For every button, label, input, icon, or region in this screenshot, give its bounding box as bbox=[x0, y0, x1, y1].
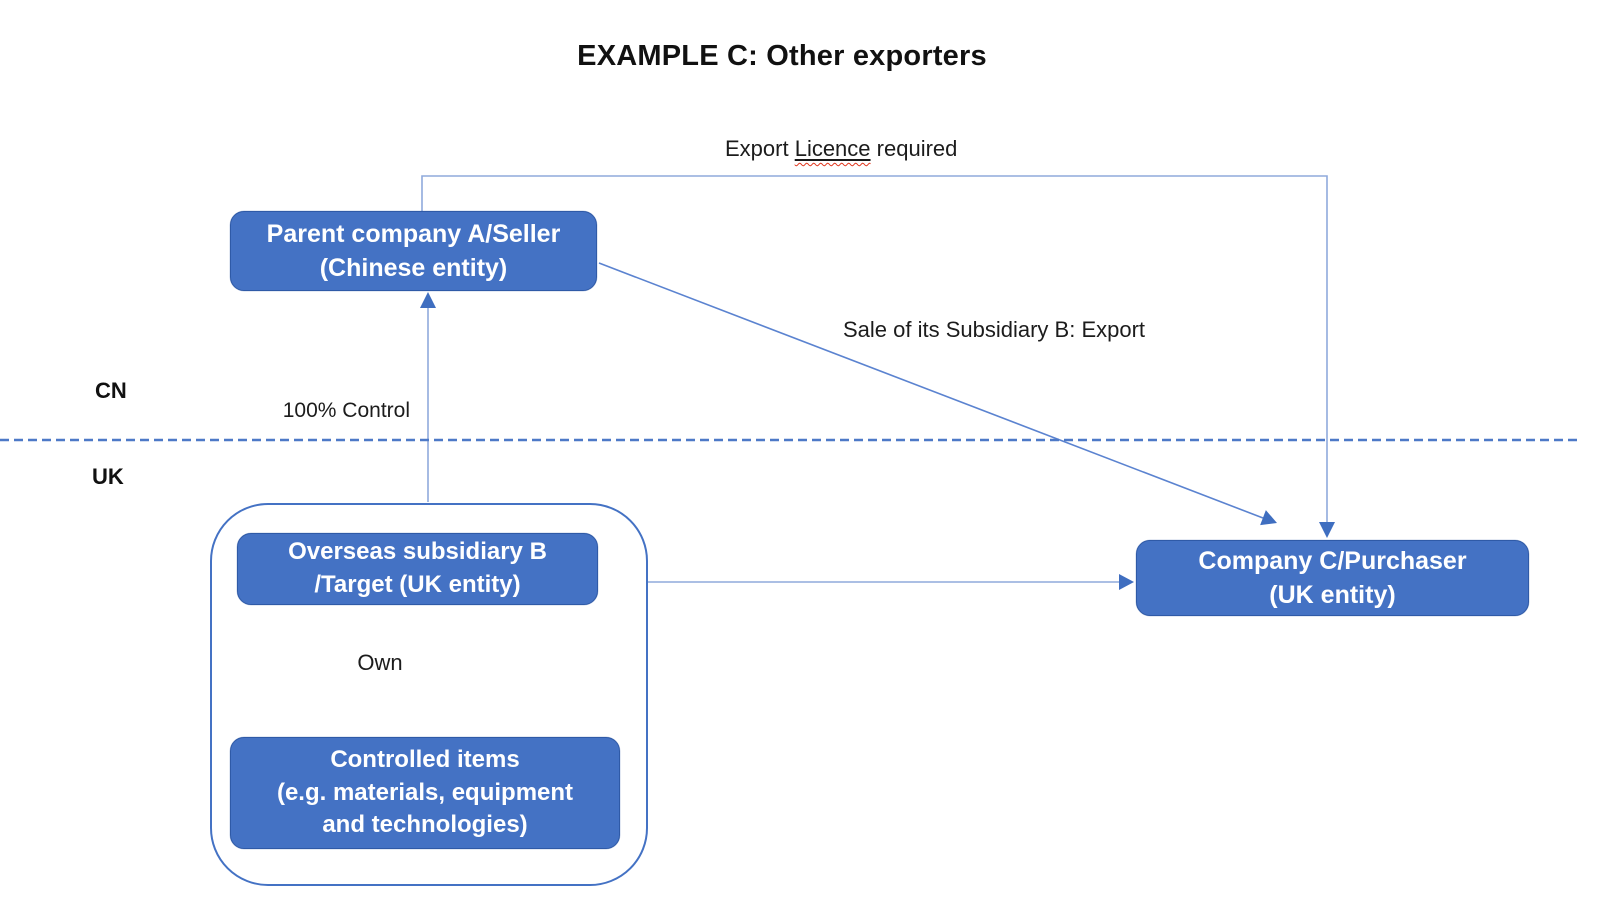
node-controlled-line2: (e.g. materials, equipment bbox=[276, 778, 574, 806]
export-licence-arrowhead-icon bbox=[1319, 522, 1335, 538]
node-parent-line1: Parent company A/Seller bbox=[266, 220, 561, 248]
node-subsidiary-line1: Overseas subsidiary B bbox=[288, 538, 547, 566]
export-licence-label: Export Licence required bbox=[725, 136, 957, 162]
transfer-arrowhead-icon bbox=[1119, 574, 1134, 590]
region-label-uk: UK bbox=[92, 464, 124, 489]
export-licence-underlined: Licence bbox=[795, 136, 871, 161]
node-overseas-subsidiary: Overseas subsidiary B /Target (UK entity… bbox=[237, 533, 598, 605]
node-subsidiary-line2: /Target (UK entity) bbox=[314, 571, 521, 598]
sale-label: Sale of its Subsidiary B: Export bbox=[843, 317, 1146, 342]
control-arrowhead-icon bbox=[420, 292, 436, 308]
node-purchaser-line1: Company C/Purchaser bbox=[1198, 547, 1467, 575]
own-label: Own bbox=[357, 650, 403, 675]
node-company-c-purchaser: Company C/Purchaser (UK entity) bbox=[1136, 540, 1529, 616]
sale-connector bbox=[598, 262, 1264, 519]
node-controlled-line3: and technologies) bbox=[322, 811, 528, 839]
node-controlled-line1: Controlled items bbox=[330, 746, 520, 774]
export-licence-suffix: required bbox=[870, 136, 958, 161]
export-licence-misspelled-word: Licence bbox=[794, 136, 871, 161]
node-parent-company: Parent company A/Seller (Chinese entity) bbox=[230, 211, 597, 291]
region-label-cn: CN bbox=[95, 378, 127, 403]
node-parent-line2: (Chinese entity) bbox=[319, 254, 508, 282]
control-label: 100% Control bbox=[282, 399, 410, 422]
sale-arrowhead-icon bbox=[1260, 510, 1277, 526]
node-purchaser-line2: (UK entity) bbox=[1269, 581, 1396, 609]
page-title: EXAMPLE C: Other exporters bbox=[577, 40, 987, 72]
node-controlled-items: Controlled items (e.g. materials, equipm… bbox=[230, 737, 620, 849]
export-licence-prefix: Export bbox=[725, 136, 795, 161]
